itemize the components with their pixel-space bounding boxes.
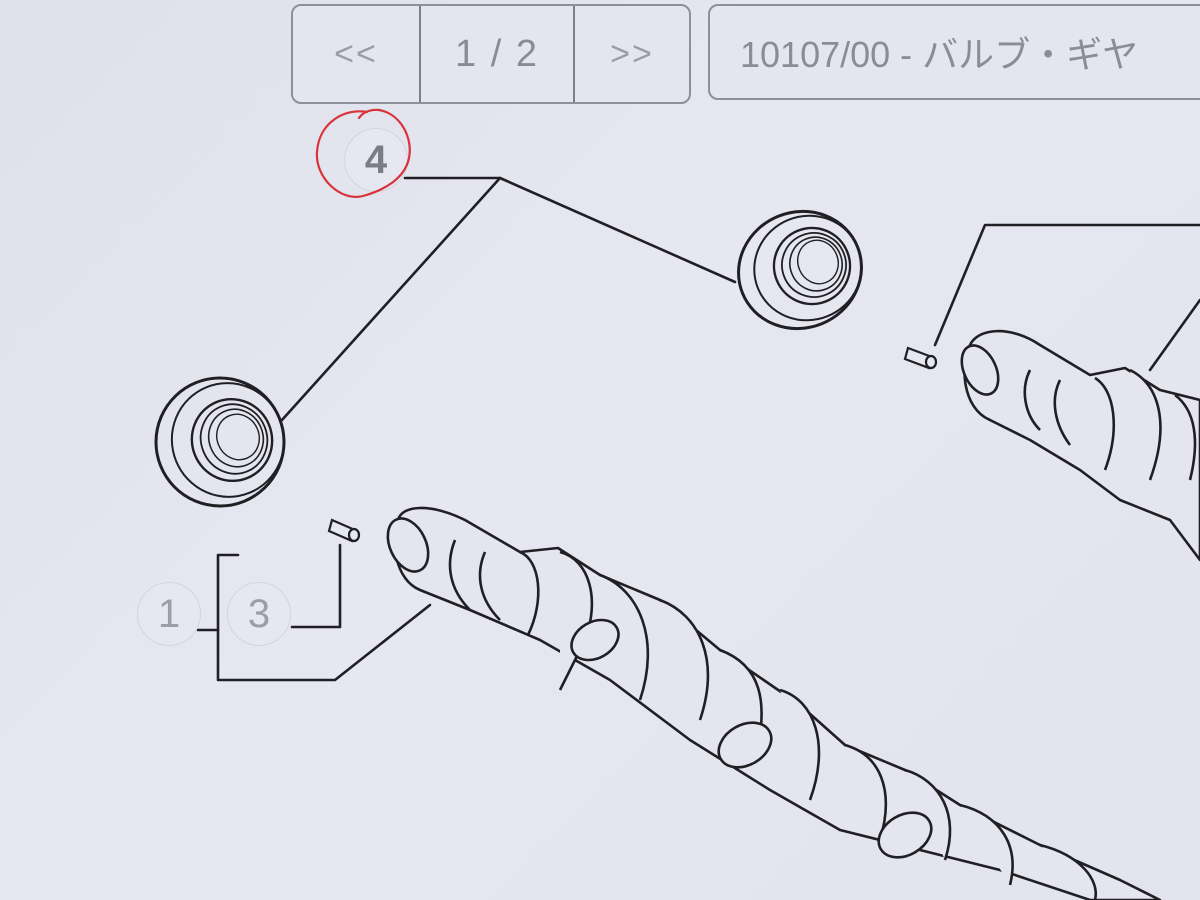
leader-line-right: [933, 223, 1200, 347]
catalog-title: 10107/00 - バルブ・ギヤ: [708, 4, 1200, 100]
oil-seal-lower: [154, 376, 286, 508]
catalog-title-text: 10107/00 - バルブ・ギヤ: [740, 34, 1139, 75]
next-page-button[interactable]: >>: [610, 34, 654, 73]
leader-line-3: [290, 543, 342, 629]
camshaft-upper: [960, 329, 1200, 562]
oil-seal-upper: [737, 209, 863, 331]
callout-1[interactable]: 1: [137, 582, 201, 646]
bracket-1: [216, 553, 432, 682]
callout-3-label: 3: [247, 591, 271, 636]
callout-4-label: 4: [364, 137, 388, 182]
red-pen-circle-mark: [315, 108, 411, 199]
page-indicator: 1 / 2: [421, 6, 575, 102]
previous-page-button[interactable]: <<: [293, 6, 421, 102]
leader-line-right-b: [1148, 298, 1200, 372]
dowel-pin-left: [327, 518, 361, 543]
callout-4[interactable]: 4: [344, 128, 408, 192]
callout-3[interactable]: 3: [227, 582, 291, 646]
camshaft-lower: [386, 506, 1162, 900]
dowel-pin-right: [903, 346, 938, 370]
pager: << 1 / 2 >>: [291, 4, 691, 104]
callout-1-label: 1: [157, 591, 181, 636]
leader-line-4-b: [280, 176, 502, 422]
